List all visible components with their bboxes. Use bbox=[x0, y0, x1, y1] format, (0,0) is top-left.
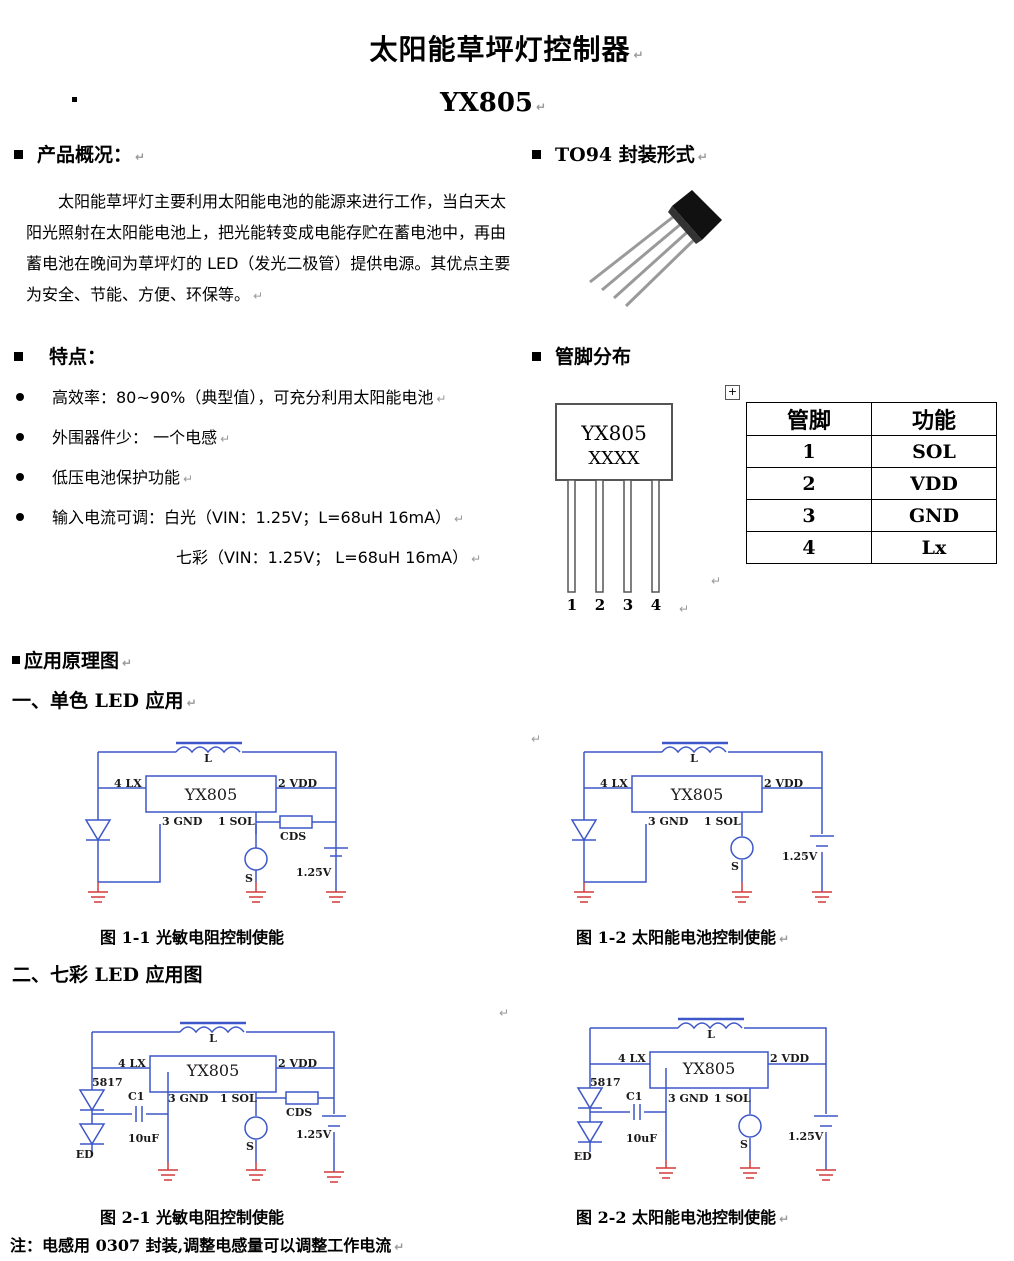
chip-pinout-diagram: YX805 XXXX 1 2 3 4 bbox=[555, 403, 673, 614]
chip-label-model: YX805 bbox=[580, 421, 647, 445]
schematic-label: L bbox=[707, 1028, 715, 1041]
schematic-label: C1 bbox=[626, 1090, 642, 1103]
schematic-ic-label: YX805 bbox=[670, 785, 724, 804]
schematic-label: S bbox=[246, 1140, 254, 1153]
caption-1-1: 图 1-1 光敏电阻控制使能 bbox=[100, 928, 285, 947]
schematic-label: S bbox=[245, 872, 253, 885]
schematic-label: 1 SOL bbox=[714, 1092, 751, 1105]
schematic-label: 3 GND bbox=[162, 815, 203, 828]
schematic-ic-label: YX805 bbox=[186, 1061, 240, 1080]
schematic-label: 10uF bbox=[626, 1132, 657, 1145]
color-led-heading: 二、七彩 LED 应用图 bbox=[12, 964, 203, 986]
schematic-1-1: L 4 LX 2 VDD 3 GND 1 SOL CDS 1.25V S YX8… bbox=[84, 741, 348, 903]
pin-number: 3 bbox=[623, 596, 633, 614]
schematic-label: 2 VDD bbox=[278, 777, 318, 790]
schematic-label: CDS bbox=[286, 1106, 312, 1119]
schematic-label: C1 bbox=[128, 1090, 144, 1103]
schematic-label: S bbox=[731, 860, 739, 873]
schematic-label: 3 GND bbox=[168, 1092, 209, 1105]
schematic-ic-label: YX805 bbox=[184, 785, 238, 804]
schematic-label: S bbox=[740, 1138, 748, 1151]
pin-number: 4 bbox=[651, 596, 661, 614]
caption-2-1: 图 2-1 光敏电阻控制使能 bbox=[100, 1208, 285, 1227]
schematic-label: 5817 bbox=[92, 1076, 123, 1089]
schematic-label: 4 LX bbox=[118, 1057, 146, 1070]
schematic-label: 4 LX bbox=[114, 777, 142, 790]
schematic-label: 1 SOL bbox=[220, 1092, 257, 1105]
schematic-label: 1.25V bbox=[782, 850, 818, 863]
schematic-2-2: L 4 LX 2 VDD 3 GND 1 SOL 1.25V S 5817 C1… bbox=[574, 1017, 838, 1181]
schematic-label: 2 VDD bbox=[770, 1052, 810, 1065]
mono-led-heading: 一、单色 LED 应用↵ bbox=[12, 690, 197, 712]
schematic-label: L bbox=[690, 752, 698, 765]
overview-heading: 产品概况：↵ bbox=[14, 140, 145, 167]
model-heading: YX805↵ bbox=[440, 88, 547, 118]
feature-item: 低压电池保护功能↵ bbox=[16, 464, 193, 488]
schematic-label: 1.25V bbox=[296, 866, 332, 879]
pins-heading: 管脚分布 bbox=[532, 342, 631, 369]
page-title: 太阳能草坪灯控制器↵ bbox=[369, 33, 645, 66]
schematic-label: 1.25V bbox=[788, 1130, 824, 1143]
pin-number: 2 bbox=[595, 596, 605, 614]
schematic-1-2: L 4 LX 2 VDD 3 GND 1 SOL 1.25V S YX805 bbox=[570, 741, 834, 903]
overview-paragraph: 太阳能草坪灯主要利用太阳能电池的能源来进行工作，当白天太阳光照射在太阳能电池上，… bbox=[26, 192, 511, 304]
feature-item: 高效率：80~90%（典型值），可充分利用太阳能电池↵ bbox=[16, 384, 446, 408]
schematic-label: L bbox=[209, 1032, 217, 1045]
bullet-dot bbox=[72, 97, 77, 102]
schematic-label: 5817 bbox=[590, 1076, 621, 1089]
schematic-label: 2 VDD bbox=[764, 777, 804, 790]
schematic-label: L bbox=[204, 752, 212, 765]
package-heading: TO94 封装形式↵ bbox=[532, 140, 708, 167]
chip-label-code: XXXX bbox=[588, 448, 639, 469]
schematic-label: LED bbox=[574, 1150, 592, 1163]
features-heading: 特点： bbox=[14, 342, 106, 369]
schematic-label: 2 VDD bbox=[278, 1057, 318, 1070]
application-heading: 应用原理图↵ bbox=[12, 646, 132, 673]
schematic-label: CDS bbox=[280, 830, 306, 843]
schematic-label: 10uF bbox=[128, 1132, 159, 1145]
caption-2-2: 图 2-2 太阳能电池控制使能↵ bbox=[576, 1208, 790, 1227]
schematic-label: 1 SOL bbox=[218, 815, 255, 828]
footnote: 注：电感用 0307 封装,调整电感量可以调整工作电流↵ bbox=[10, 1236, 405, 1255]
schematic-ic-label: YX805 bbox=[682, 1059, 736, 1078]
feature-item: 外围器件少： 一个电感↵ bbox=[16, 424, 230, 448]
table-move-handle-icon[interactable]: + bbox=[725, 385, 740, 400]
schematic-label: 4 LX bbox=[600, 777, 628, 790]
table-header-row: 管脚功能 bbox=[746, 402, 997, 436]
schematic-label: 4 LX bbox=[618, 1052, 646, 1065]
schematic-label: LED bbox=[76, 1148, 94, 1161]
feature-item-continued: 七彩（VIN：1.25V； L=68uH 16mA）↵ bbox=[176, 548, 482, 567]
schematic-2-1: L 4 LX 2 VDD 3 GND 1 SOL CDS 1.25V S 581… bbox=[76, 1021, 346, 1183]
pin-number: 1 bbox=[567, 596, 577, 614]
feature-item: 输入电流可调：白光（VIN：1.25V；L=68uH 16mA）↵ bbox=[16, 504, 464, 528]
to94-package-image bbox=[589, 190, 722, 308]
schematic-label: 3 GND bbox=[648, 815, 689, 828]
caption-1-2: 图 1-2 太阳能电池控制使能↵ bbox=[576, 928, 790, 947]
schematic-label: 1 SOL bbox=[704, 815, 741, 828]
schematic-label: 1.25V bbox=[296, 1128, 332, 1141]
schematic-label: 3 GND bbox=[668, 1092, 709, 1105]
